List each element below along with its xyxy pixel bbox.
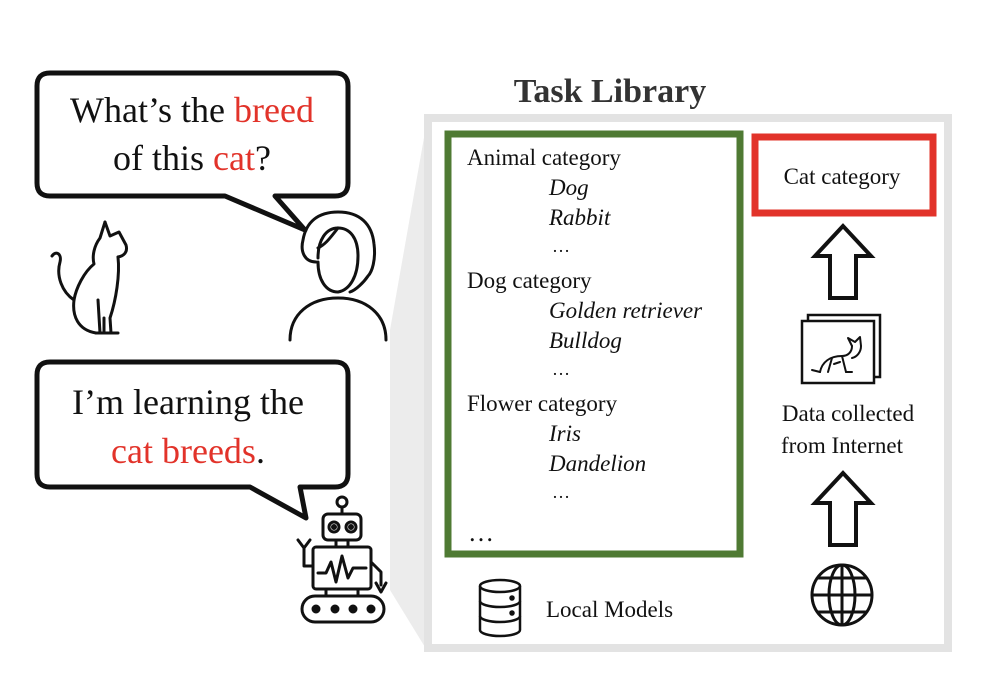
- ellipsis-more-categories: …: [468, 518, 494, 547]
- ellipsis-animal: …: [552, 236, 570, 256]
- robot-line2-highlight: cat breeds: [111, 431, 256, 471]
- item-golden-retriever: Golden retriever: [549, 298, 703, 323]
- cat-category-label: Cat category: [784, 164, 901, 189]
- item-dandelion: Dandelion: [548, 451, 646, 476]
- cat-icon: [50, 220, 128, 335]
- human-line1-text: What’s the: [70, 90, 234, 130]
- robot-speech-bubble: [34, 359, 351, 521]
- up-arrow-icon: [810, 223, 876, 300]
- human-speech-bubble: [34, 70, 351, 233]
- cat-photo-icon: [800, 313, 882, 385]
- diagram-title: Task Library: [514, 73, 706, 110]
- item-iris: Iris: [548, 421, 581, 446]
- database-icon: [478, 578, 522, 638]
- human-line2-text: of this: [113, 138, 213, 178]
- ellipsis-dog: …: [552, 359, 570, 379]
- globe-icon: [810, 563, 874, 627]
- up-arrow-icon: [810, 470, 876, 547]
- category-dog: Dog category: [467, 268, 592, 293]
- woman-icon: [288, 210, 388, 342]
- local-models-box: [444, 130, 744, 558]
- robot-answer-line2: cat breeds.: [111, 431, 265, 471]
- item-rabbit: Rabbit: [548, 205, 611, 230]
- library-frame: [424, 114, 952, 652]
- human-line2-highlight: cat: [213, 138, 255, 178]
- human-line1-highlight: breed: [234, 90, 314, 130]
- robot-icon: [296, 495, 388, 624]
- item-bulldog: Bulldog: [549, 328, 622, 353]
- data-collected-line2: from Internet: [781, 433, 904, 458]
- robot-answer-line1: I’m learning the: [72, 382, 304, 422]
- library-connector: [390, 115, 428, 652]
- category-flower: Flower category: [467, 391, 618, 416]
- ellipsis-flower: …: [552, 482, 570, 502]
- category-animal: Animal category: [467, 145, 621, 170]
- human-line2-suffix: ?: [255, 138, 271, 178]
- human-question-line1: What’s the breed: [70, 90, 314, 130]
- local-models-label: Local Models: [546, 597, 673, 622]
- robot-line2-suffix: .: [256, 431, 265, 471]
- cat-category-box: [751, 133, 937, 217]
- data-collected-line1: Data collected: [782, 401, 915, 426]
- item-dog: Dog: [548, 175, 589, 200]
- human-question-line2: of this cat?: [113, 138, 271, 178]
